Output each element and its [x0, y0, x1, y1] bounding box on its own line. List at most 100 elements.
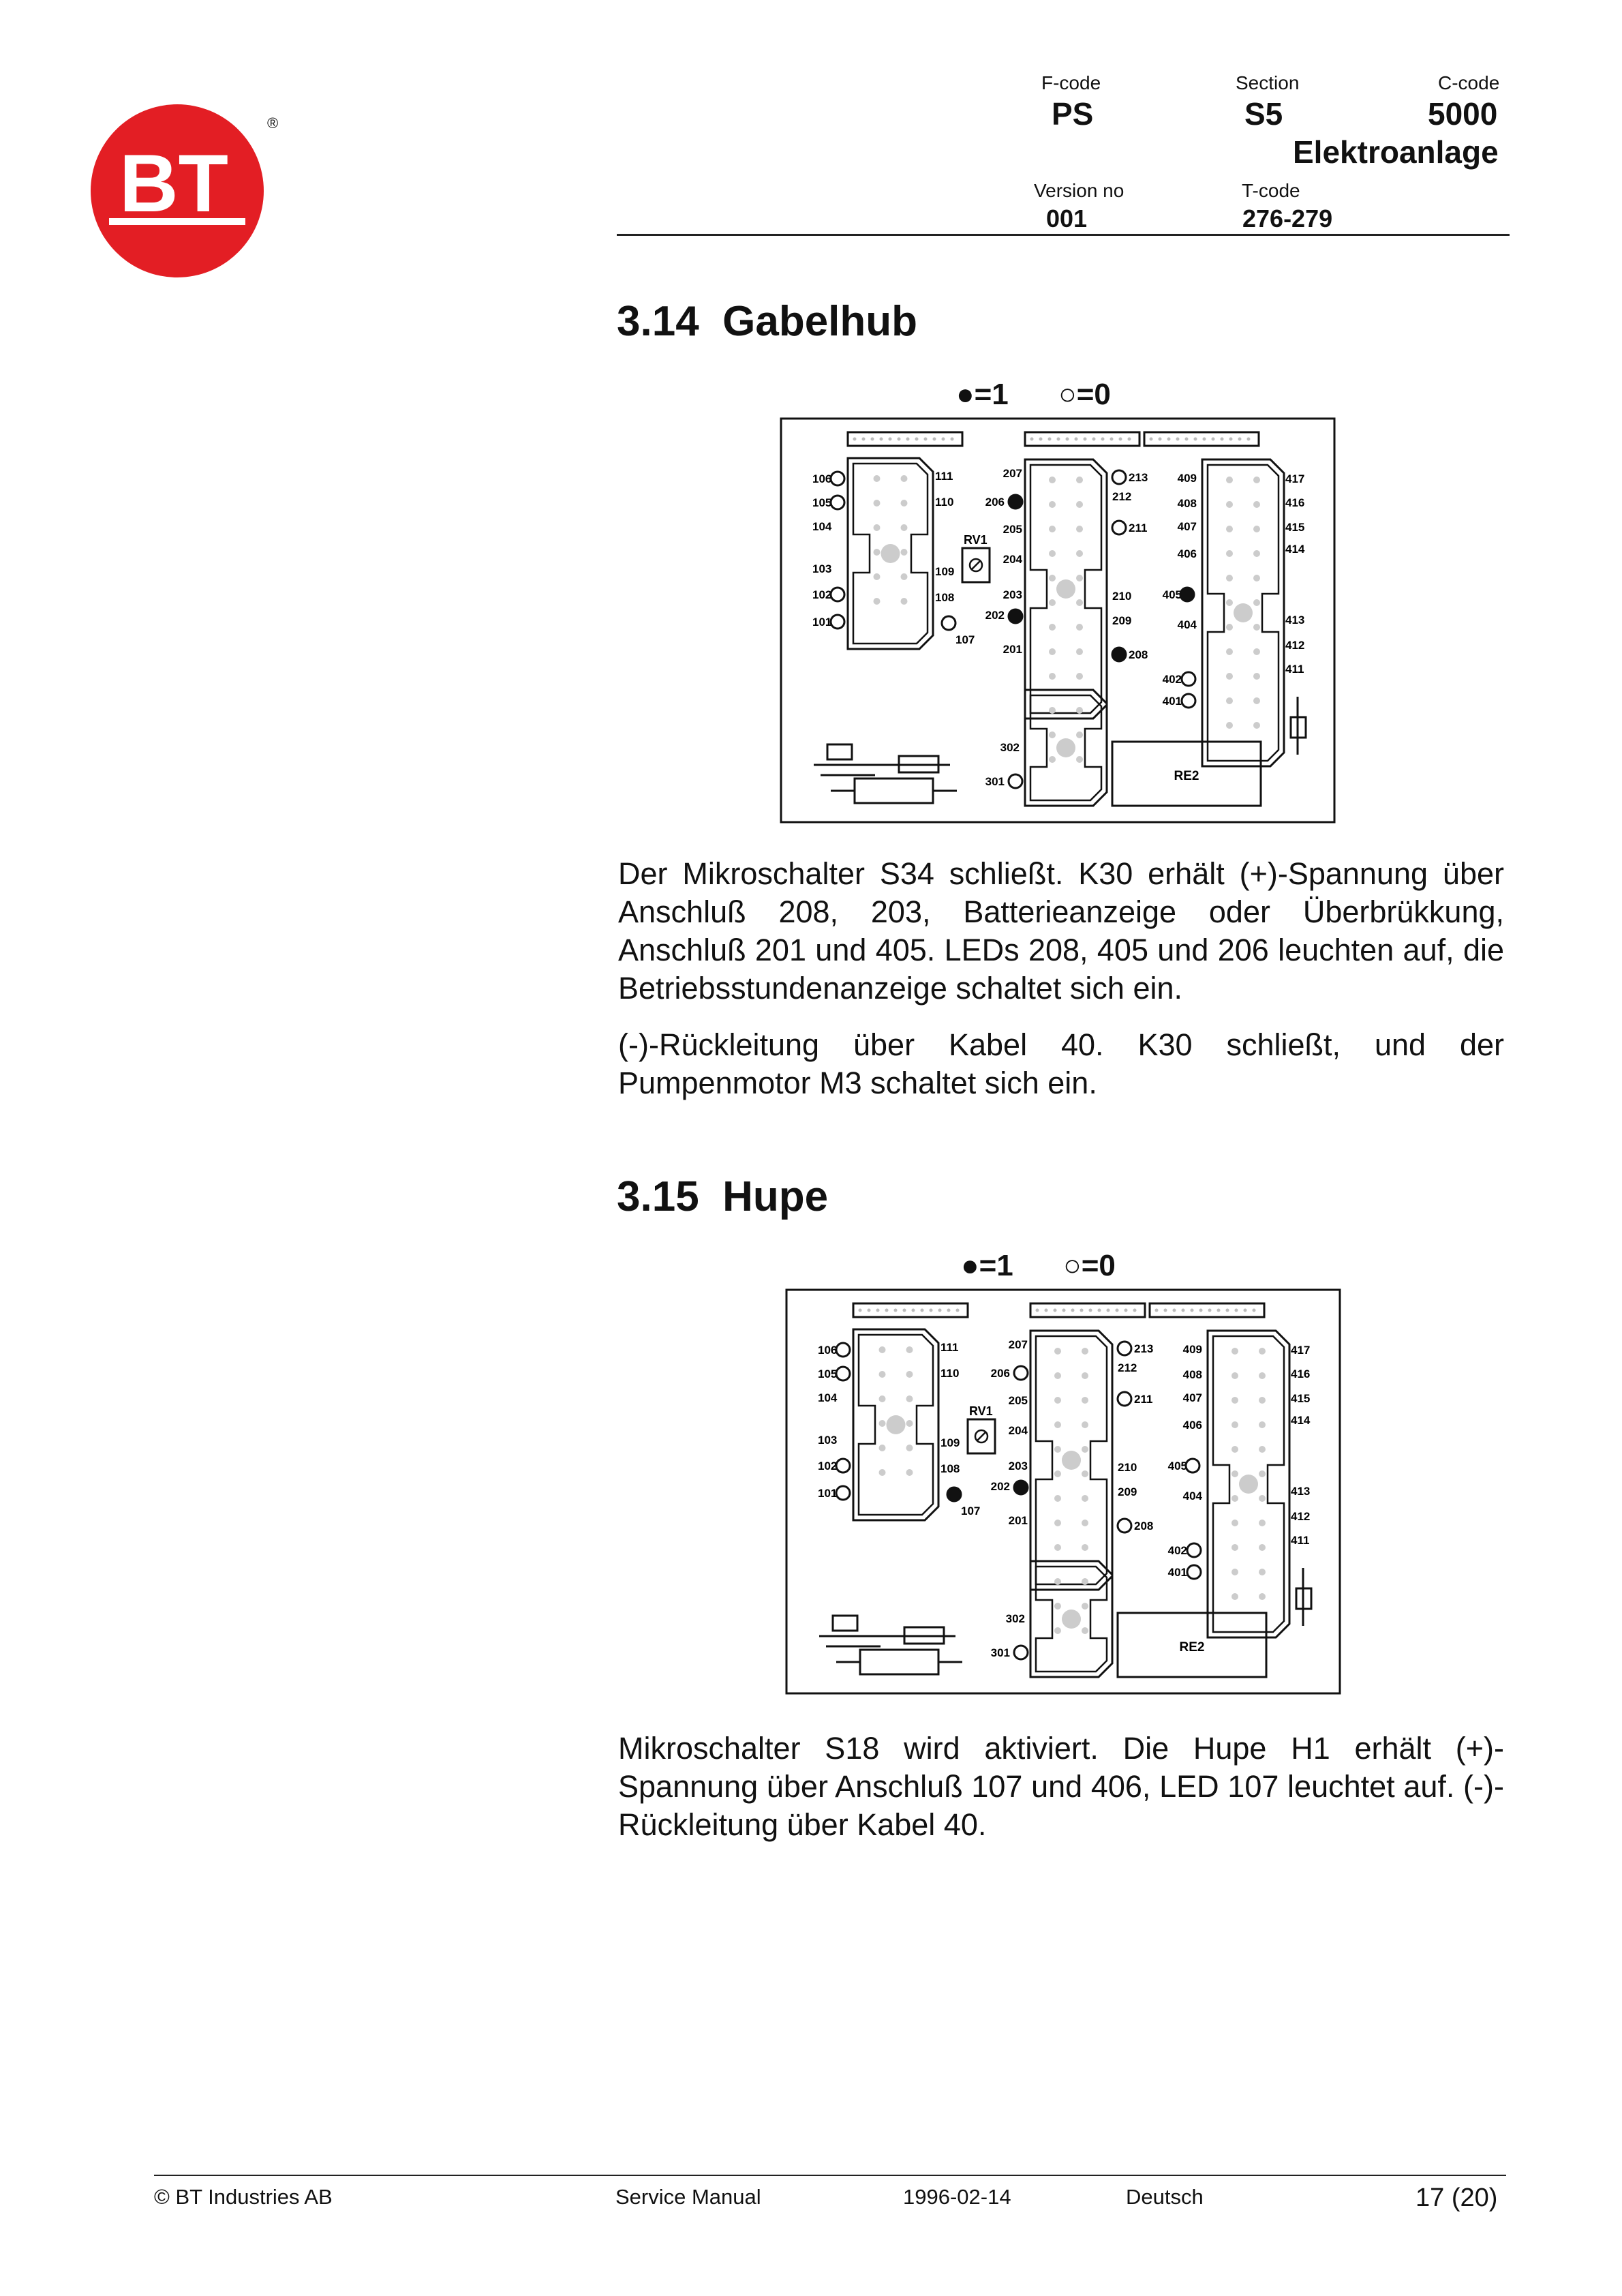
pin-label: 205	[1009, 1394, 1028, 1407]
pin-label: 111	[940, 1341, 959, 1354]
relay-label: RE2	[1180, 1640, 1205, 1655]
pin-label: 302	[1006, 1612, 1025, 1625]
pin-label: 302	[1000, 741, 1020, 754]
pin-label: 204	[1009, 1424, 1028, 1437]
pin-label: 106	[818, 1344, 837, 1357]
pin-label: 107	[955, 633, 975, 646]
registered-mark: ®	[267, 115, 279, 132]
filled-dot-icon: ●	[956, 378, 975, 411]
connector-block	[1024, 689, 1108, 807]
pin-label: 110	[935, 496, 953, 509]
pin-label: 406	[1183, 1419, 1202, 1432]
section-label: Section	[1236, 72, 1300, 93]
pin-label: 206	[991, 1367, 1010, 1380]
rv1-label: RV1	[969, 1404, 993, 1418]
pin-label: 105	[812, 496, 831, 509]
connector-block	[1029, 1329, 1114, 1591]
pin-label: 414	[1291, 1414, 1311, 1427]
pin-label: 401	[1163, 695, 1182, 708]
pin-label: 104	[812, 520, 832, 533]
connector-strip	[1024, 431, 1141, 447]
led-off-102	[829, 586, 846, 603]
pin-label: 106	[812, 472, 831, 485]
pin-label: 409	[1178, 472, 1197, 485]
footer-page: 17 (20)	[1416, 2184, 1498, 2212]
pin-label: 411	[1291, 1534, 1309, 1547]
pin-label: 207	[1009, 1338, 1028, 1351]
potentiometer-rv1	[961, 547, 991, 584]
pin-label: 105	[818, 1368, 837, 1380]
pin-label: 409	[1183, 1343, 1202, 1356]
pin-label: 201	[1003, 643, 1022, 656]
pin-label: 414	[1285, 543, 1305, 556]
pin-label: 104	[818, 1391, 838, 1404]
pin-label: 108	[940, 1462, 960, 1475]
led-off-101	[835, 1485, 851, 1501]
pin-label: 102	[812, 588, 831, 601]
pin-label: 401	[1168, 1566, 1187, 1579]
pin-label: 416	[1291, 1368, 1310, 1380]
connector-block	[846, 457, 934, 650]
footer-doc: Service Manual	[615, 2185, 761, 2209]
pin-label: 205	[1003, 523, 1022, 536]
pin-label: 417	[1291, 1344, 1310, 1357]
led-off-106	[835, 1342, 851, 1358]
pin-label: 412	[1291, 1510, 1310, 1523]
board-frame	[785, 1288, 1341, 1695]
led-off-106	[829, 470, 846, 487]
connector-block	[1029, 1560, 1114, 1678]
section-heading-3-15: 3.15 Hupe	[617, 1173, 828, 1221]
pin-label: 210	[1112, 590, 1131, 603]
pin-label: 212	[1112, 490, 1131, 503]
section-title: Hupe	[722, 1173, 829, 1220]
connector-strip	[846, 431, 964, 447]
pin-label: 408	[1178, 497, 1197, 510]
pin-label: 108	[935, 591, 954, 604]
pin-label: 109	[940, 1436, 960, 1449]
version-label: Version no	[1034, 180, 1124, 201]
relay-label: RE2	[1174, 769, 1199, 783]
connector-strip	[1143, 431, 1260, 447]
pin-label: 101	[818, 1487, 837, 1500]
connector-block	[1206, 1329, 1291, 1639]
led-off-101	[829, 614, 846, 630]
led-off-213	[1111, 469, 1127, 485]
paragraph: Mikroschalter S18 wird aktiviert. Die Hu…	[618, 1731, 1504, 1842]
pin-label: 203	[1009, 1460, 1028, 1472]
pin-label: 206	[985, 496, 1005, 509]
legend-2: ●=1 ○=0	[961, 1249, 1116, 1282]
empty-dot-icon: ○	[1058, 378, 1077, 411]
pin-label: 301	[991, 1646, 1010, 1659]
pin-label: 107	[961, 1505, 980, 1517]
pin-label: 212	[1118, 1361, 1137, 1374]
led-off-211	[1116, 1391, 1133, 1407]
pin-label: 213	[1134, 1342, 1153, 1355]
led-on-405	[1179, 586, 1195, 603]
potentiometer-rv1	[966, 1418, 996, 1455]
paragraph: Der Mikroschalter S34 schließt. K30 erhä…	[618, 856, 1504, 1006]
board-frame	[780, 417, 1336, 824]
connector-strip	[1029, 1302, 1146, 1318]
led-on-208	[1111, 646, 1127, 663]
led-off-301	[1007, 773, 1024, 789]
pin-label: 102	[818, 1460, 837, 1472]
pin-label: 405	[1168, 1460, 1187, 1472]
connector-block	[1201, 458, 1285, 768]
paragraph: (-)-Rückleitung über Kabel 40. K30 schli…	[618, 1027, 1504, 1100]
pin-label: 416	[1285, 496, 1304, 509]
pin-label: 404	[1178, 618, 1197, 631]
pin-label: 213	[1129, 471, 1148, 484]
pin-label: 209	[1112, 614, 1131, 627]
footer-language: Deutsch	[1126, 2185, 1204, 2209]
led-on-107	[946, 1486, 962, 1502]
pin-label: 103	[818, 1434, 837, 1447]
led-off-105	[829, 494, 846, 511]
board-svg: RE2 RV1 106 105 104 103 102 101 111 110 109 108 107 2…	[785, 1288, 1341, 1695]
pin-label: 204	[1003, 553, 1023, 566]
fcode-label: F-code	[1041, 72, 1101, 93]
circuit-board-diagram-2: RE2 RV1 106 105 104 103 102 101 111 110 109 108 107 2…	[785, 1288, 1341, 1695]
pin-label: 110	[940, 1367, 959, 1380]
section-heading-3-14: 3.14 Gabelhub	[617, 297, 917, 346]
section-number: 3.15	[617, 1173, 699, 1220]
tcode-value: 276-279	[1242, 205, 1333, 232]
